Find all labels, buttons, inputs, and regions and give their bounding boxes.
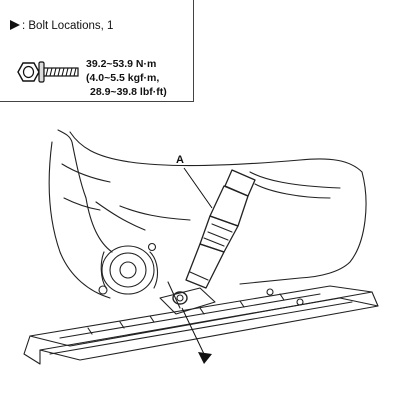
torque-kgfm: (4.0~5.5 kgf·m, xyxy=(86,72,160,84)
seat-cushion-outline xyxy=(48,141,111,299)
torque-spec: 39.2~53.9 N·m (4.0~5.5 kgf·m, 28.9~39.8 … xyxy=(86,57,167,99)
bolt-location-arrowhead-icon xyxy=(198,352,212,364)
seat-belt-buckle xyxy=(172,169,256,305)
bolt-icon xyxy=(17,61,79,83)
bolt-legend-box: : Bolt Locations, 1 39.2~53.9 N·m (4.0~5… xyxy=(0,0,194,102)
bolt-arrow-leader xyxy=(181,307,205,355)
recliner-disc xyxy=(101,245,155,295)
callout-a-leader xyxy=(183,167,213,209)
callout-a: A xyxy=(176,154,184,166)
legend-title-text: : Bolt Locations, 1 xyxy=(22,20,114,32)
legend-title: : Bolt Locations, 1 xyxy=(10,20,113,32)
seat-belt-buckle-diagram xyxy=(23,129,379,365)
torque-nm: 39.2~53.9 N·m xyxy=(86,58,157,70)
bolt-location-arrow-icon xyxy=(10,20,20,30)
torque-lbfft: 28.9~39.8 lbf·ft) xyxy=(90,86,167,98)
